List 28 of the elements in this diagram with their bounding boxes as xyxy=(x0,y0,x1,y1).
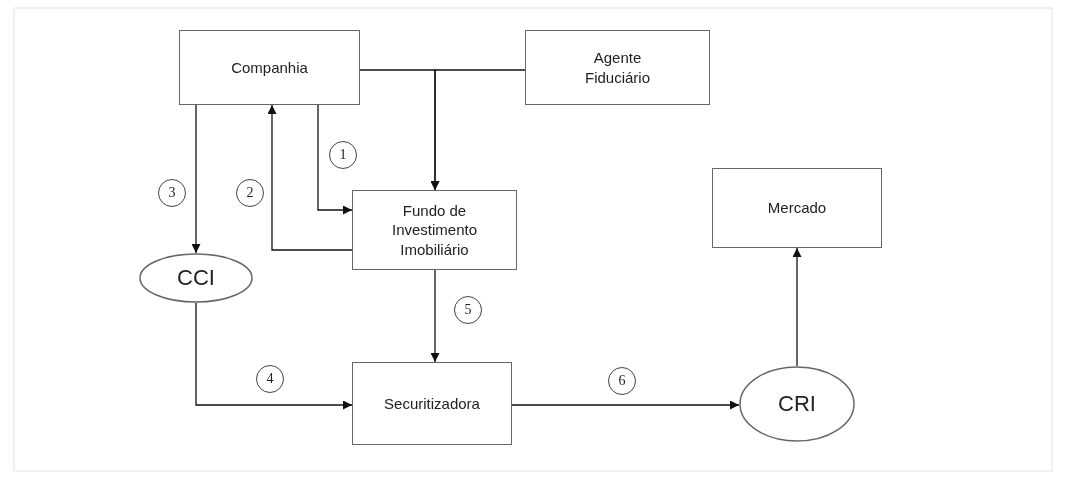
node-text: CRI xyxy=(777,389,817,418)
arrow xyxy=(511,400,740,410)
arrow xyxy=(792,247,802,367)
edge-label: 5 xyxy=(454,296,482,324)
edge-label: 4 xyxy=(256,365,284,393)
node-text: Companhia xyxy=(230,57,309,78)
ellipse-node xyxy=(139,253,253,303)
edge-label: 1 xyxy=(329,141,357,169)
ellipse-node xyxy=(739,366,855,442)
node-text: CCI xyxy=(176,263,216,292)
edge-label: 3 xyxy=(158,179,186,207)
node-text: Agente Fiduciário xyxy=(584,48,651,87)
arrow xyxy=(195,302,353,410)
arrow xyxy=(191,104,201,254)
arrow xyxy=(317,104,353,215)
node-text: Securitizadora xyxy=(383,393,481,414)
edge-label: 2 xyxy=(236,179,264,207)
arrow xyxy=(430,269,440,363)
edge-label: 6 xyxy=(608,367,636,395)
process-box xyxy=(712,168,882,248)
process-box xyxy=(179,30,360,105)
arrow xyxy=(430,69,526,191)
process-box xyxy=(525,30,710,105)
node-text: Fundo de Investimento Imobiliário xyxy=(390,200,478,260)
process-box xyxy=(352,362,512,445)
process-box xyxy=(352,190,517,270)
node-text: Mercado xyxy=(766,198,828,218)
arrow xyxy=(267,104,353,251)
